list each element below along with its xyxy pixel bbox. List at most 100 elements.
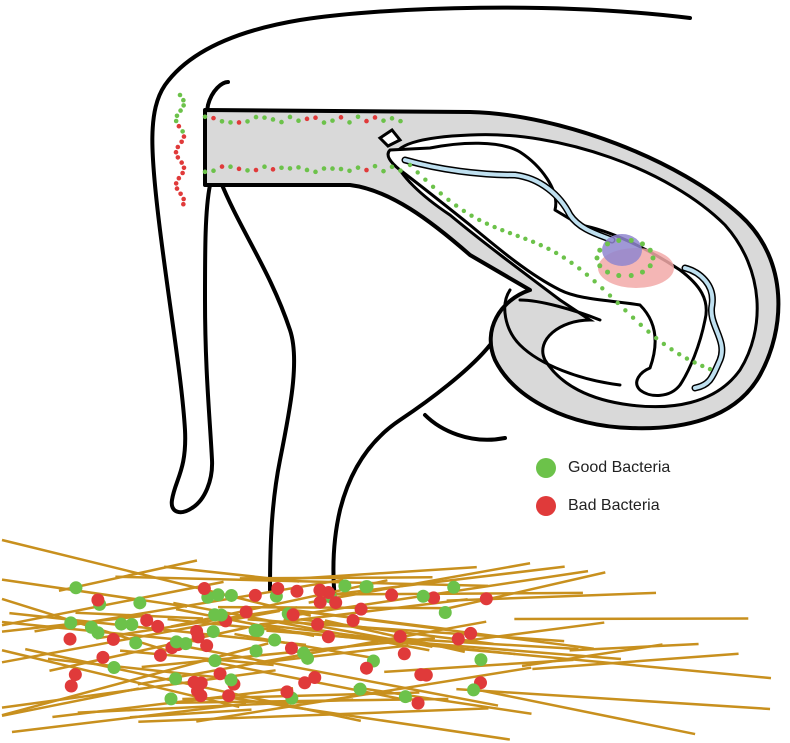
bad-bacteria-dot: [180, 170, 185, 176]
good-bacteria-dot: [507, 230, 513, 236]
good-bacteria-dot: [484, 221, 490, 226]
good-bacteria-dot: [430, 184, 436, 189]
good-bacteria-dot: [446, 197, 451, 202]
good-bacteria-dot: [224, 673, 238, 687]
straw: [1, 578, 188, 608]
bad-bacteria-dot: [239, 605, 253, 619]
good-bacteria-dot: [469, 213, 474, 218]
good-bacteria-dot: [180, 129, 185, 134]
straw: [138, 707, 489, 723]
straw: [196, 666, 532, 723]
good-bacteria-dot: [181, 97, 186, 103]
bad-bacteria-dot: [173, 181, 179, 186]
bad-bacteria-dot: [187, 675, 201, 689]
good-bacteria-dot: [330, 166, 335, 171]
bad-bacteria-dot: [181, 134, 187, 139]
straw: [115, 575, 489, 588]
bad-bacteria-dot: [151, 619, 165, 633]
straw: [163, 565, 300, 583]
good-bacteria-dot: [114, 617, 128, 631]
bad-bacteria-dot: [385, 588, 399, 602]
bad-bacteria-dot: [248, 588, 262, 602]
good-bacteria-dot: [453, 203, 459, 208]
bad-bacteria-dot: [304, 116, 310, 122]
bad-bacteria-dot: [359, 661, 373, 675]
good-bacteria-dot: [653, 335, 659, 341]
bad-bacteria-dot: [179, 160, 184, 165]
good-bacteria-dot: [647, 263, 653, 269]
good-bacteria-dot: [304, 167, 310, 173]
good-bacteria-dot: [330, 118, 335, 123]
good-bacteria-dot: [616, 237, 622, 243]
legend: Good Bacteria Bad Bacteria: [536, 456, 670, 532]
bad-bacteria-dot: [313, 595, 327, 609]
calf: [386, 141, 708, 397]
straw: [11, 702, 247, 734]
bad-bacteria-dot: [190, 624, 204, 638]
bad-bacteria-dot: [329, 596, 343, 610]
good-bacteria-dot: [169, 672, 183, 686]
bad-bacteria-dot: [298, 676, 312, 690]
good-bacteria-dot: [692, 360, 697, 365]
bad-bacteria-dot: [219, 164, 225, 169]
good-bacteria-dot: [492, 224, 497, 230]
hind-leg-rear-outline: [331, 343, 492, 602]
straw: [316, 565, 565, 598]
good-bacteria-dot: [133, 596, 147, 610]
good-bacteria-dot: [338, 166, 344, 172]
straw: [77, 698, 354, 714]
good-bacteria-dot: [647, 247, 653, 253]
straw: [456, 687, 771, 711]
bad-bacteria-dot: [211, 115, 216, 121]
bad-bacteria-dot: [411, 696, 425, 710]
bad-bacteria-dot: [364, 167, 369, 173]
good-bacteria-dot: [500, 227, 505, 233]
good-bacteria-dot: [438, 605, 452, 619]
good-bacteria-dot: [628, 237, 634, 243]
hind-leg-outline: [218, 178, 297, 592]
bad-bacteria-dot: [179, 139, 184, 145]
bad-bacteria-dot: [393, 629, 407, 643]
straw: [234, 632, 374, 660]
good-bacteria-dot: [650, 255, 656, 261]
good-bacteria-dot: [338, 579, 352, 593]
udder-outline: [423, 413, 507, 442]
good-bacteria-dot: [638, 322, 643, 328]
straw: [308, 562, 531, 604]
straw: [462, 621, 605, 643]
bad-bacteria-dot: [397, 647, 411, 661]
good-bacteria-dot: [407, 162, 413, 168]
good-bacteria-dot: [605, 269, 611, 275]
calf-hoof: [377, 127, 403, 148]
good-bacteria-dot: [279, 119, 284, 125]
good-bacteria-dot: [707, 366, 713, 372]
bad-bacteria-dot: [68, 668, 82, 682]
good-bacteria-dot: [173, 118, 179, 124]
bad-bacteria-dot: [181, 201, 186, 207]
good-bacteria-dot: [355, 165, 361, 170]
good-bacteria-swatch: [536, 458, 556, 478]
good-bacteria-dot: [538, 242, 543, 248]
bad-bacteria-dot: [194, 689, 208, 703]
good-bacteria-dot: [605, 241, 611, 247]
good-bacteria-dot: [219, 119, 225, 124]
good-bacteria-dot: [270, 117, 276, 122]
bad-bacteria-dot: [175, 155, 181, 160]
good-bacteria-dot: [129, 636, 143, 650]
bad-bacteria-dot: [271, 582, 285, 596]
straw: [1, 687, 140, 718]
straw: [75, 611, 204, 620]
bad-bacteria-dot: [313, 115, 318, 121]
good-bacteria-dot: [597, 247, 603, 253]
good-bacteria-dot: [515, 233, 520, 239]
bad-bacteria-dot: [213, 667, 227, 681]
good-bacteria-dot: [700, 363, 705, 369]
good-bacteria-dot: [245, 168, 250, 173]
good-bacteria-dot: [530, 239, 536, 245]
good-bacteria-dot: [107, 660, 121, 674]
good-bacteria-dot: [389, 164, 395, 170]
good-bacteria-dot: [398, 168, 403, 173]
bad-bacteria-dot: [253, 167, 259, 173]
good-bacteria-dot: [211, 168, 216, 174]
good-bacteria-dot: [630, 315, 636, 320]
